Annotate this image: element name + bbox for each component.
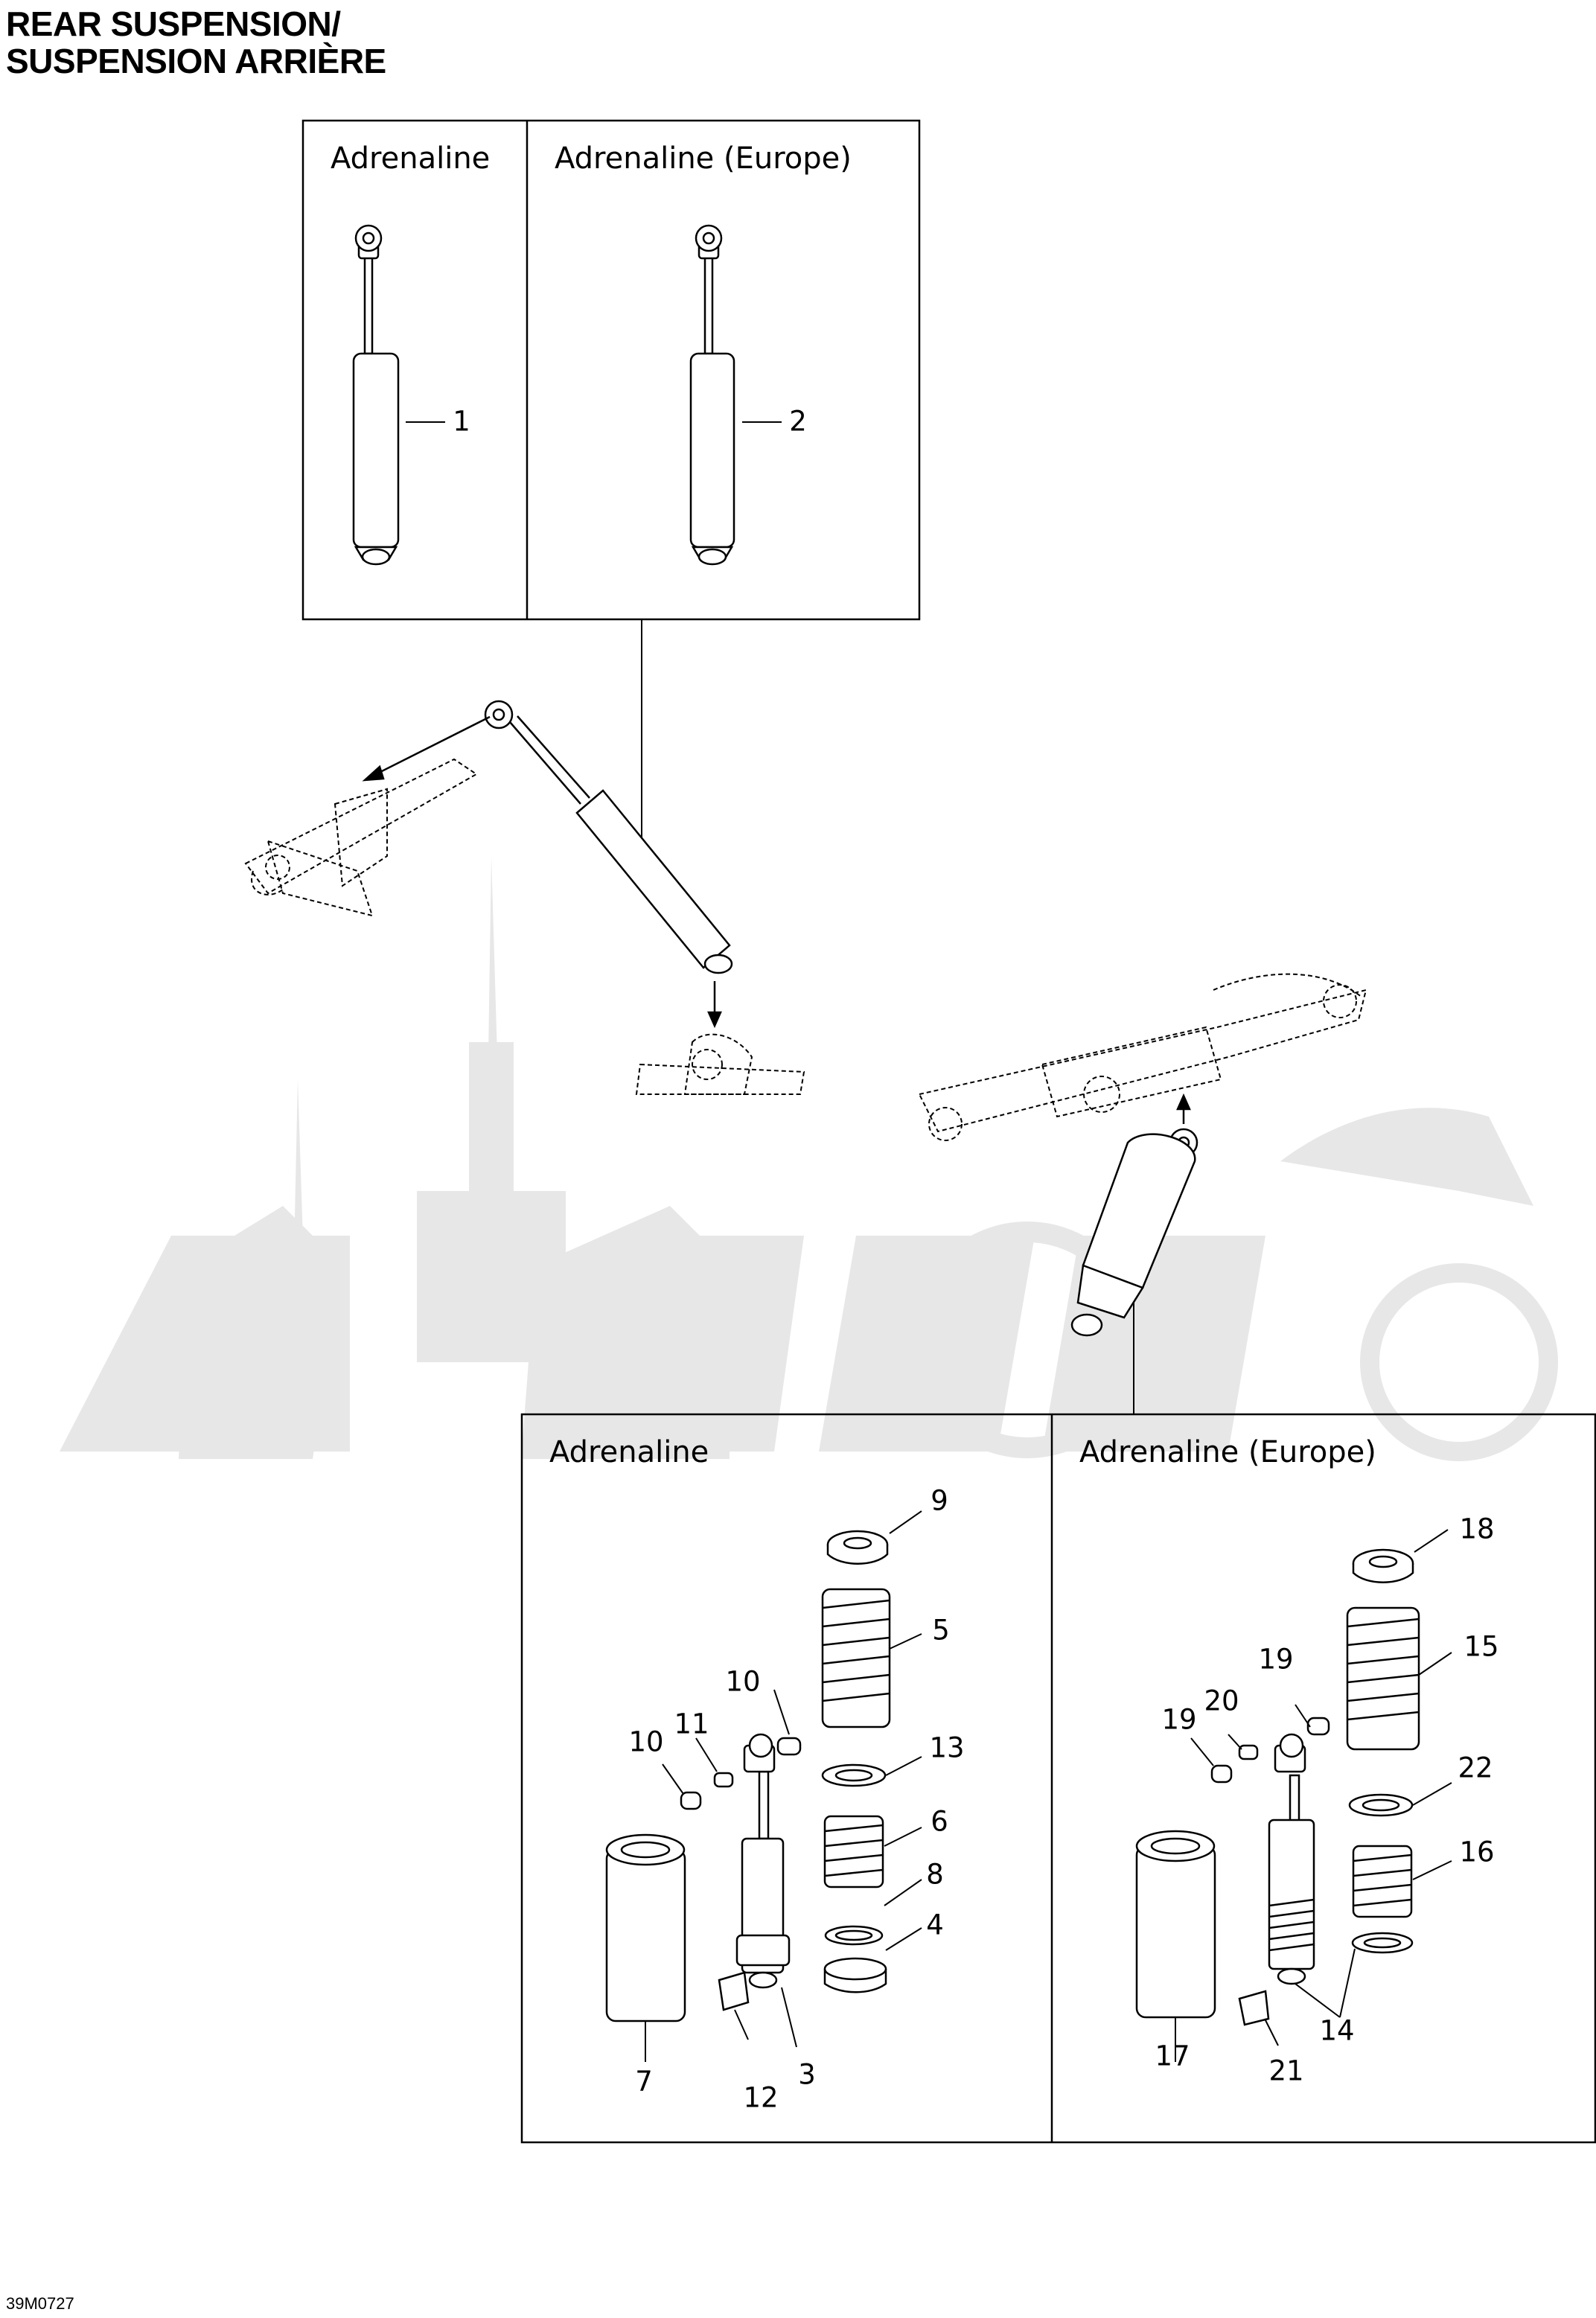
panel-frames xyxy=(301,119,1596,2144)
callout-9: 9 xyxy=(931,1484,948,1517)
shock-2-drawing xyxy=(689,224,735,566)
callout-18: 18 xyxy=(1459,1513,1495,1545)
callout-leaders xyxy=(406,421,1452,2062)
front-shock-drawing xyxy=(484,700,733,974)
callout-1: 1 xyxy=(453,405,470,438)
callout-4: 4 xyxy=(926,1909,944,1941)
watermark-logo xyxy=(60,856,1558,1461)
callout-20: 20 xyxy=(1204,1685,1239,1717)
rear-arm-assembly-right xyxy=(918,973,1367,1141)
callout-22: 22 xyxy=(1458,1752,1493,1784)
top-panel-frame xyxy=(301,119,921,621)
bottom-left-parts xyxy=(605,1530,891,2022)
arrows xyxy=(362,715,1191,1124)
document-number: 39M0727 xyxy=(6,2294,74,2313)
callout-11: 11 xyxy=(674,1708,709,1740)
panel-label-top-left: Adrenaline xyxy=(331,141,491,176)
bottom-panel-frame xyxy=(520,1413,1596,2144)
callout-19-top: 19 xyxy=(1258,1643,1294,1676)
callout-21: 21 xyxy=(1268,2054,1304,2087)
callout-5: 5 xyxy=(932,1614,950,1647)
bottom-right-parts xyxy=(1135,1548,1420,2026)
callout-10-top: 10 xyxy=(725,1665,761,1698)
callout-3: 3 xyxy=(798,2058,816,2091)
callout-10-left: 10 xyxy=(628,1725,664,1758)
callout-19-left: 19 xyxy=(1161,1703,1197,1736)
callout-8: 8 xyxy=(926,1858,944,1891)
page-title-en: REAR SUSPENSION/ xyxy=(6,4,341,43)
callout-7: 7 xyxy=(635,2065,653,2098)
callout-17: 17 xyxy=(1155,2040,1190,2072)
rear-shock-drawing xyxy=(1070,1128,1198,1337)
rear-arm-assembly-left xyxy=(635,1033,805,1095)
callout-16: 16 xyxy=(1459,1836,1495,1868)
front-arm-assembly xyxy=(244,758,478,917)
callout-15: 15 xyxy=(1463,1630,1499,1663)
panel-label-top-right: Adrenaline (Europe) xyxy=(555,141,852,176)
page-title-fr: SUSPENSION ARRIÈRE xyxy=(6,42,386,80)
panel-label-bottom-left: Adrenaline xyxy=(549,1435,709,1469)
callout-12: 12 xyxy=(743,2081,779,2114)
callout-6: 6 xyxy=(931,1805,948,1838)
callout-14: 14 xyxy=(1319,2014,1355,2047)
panel-label-bottom-right: Adrenaline (Europe) xyxy=(1079,1435,1376,1469)
callout-13: 13 xyxy=(929,1731,965,1764)
shock-1-drawing xyxy=(352,224,400,566)
callout-2: 2 xyxy=(789,405,807,438)
